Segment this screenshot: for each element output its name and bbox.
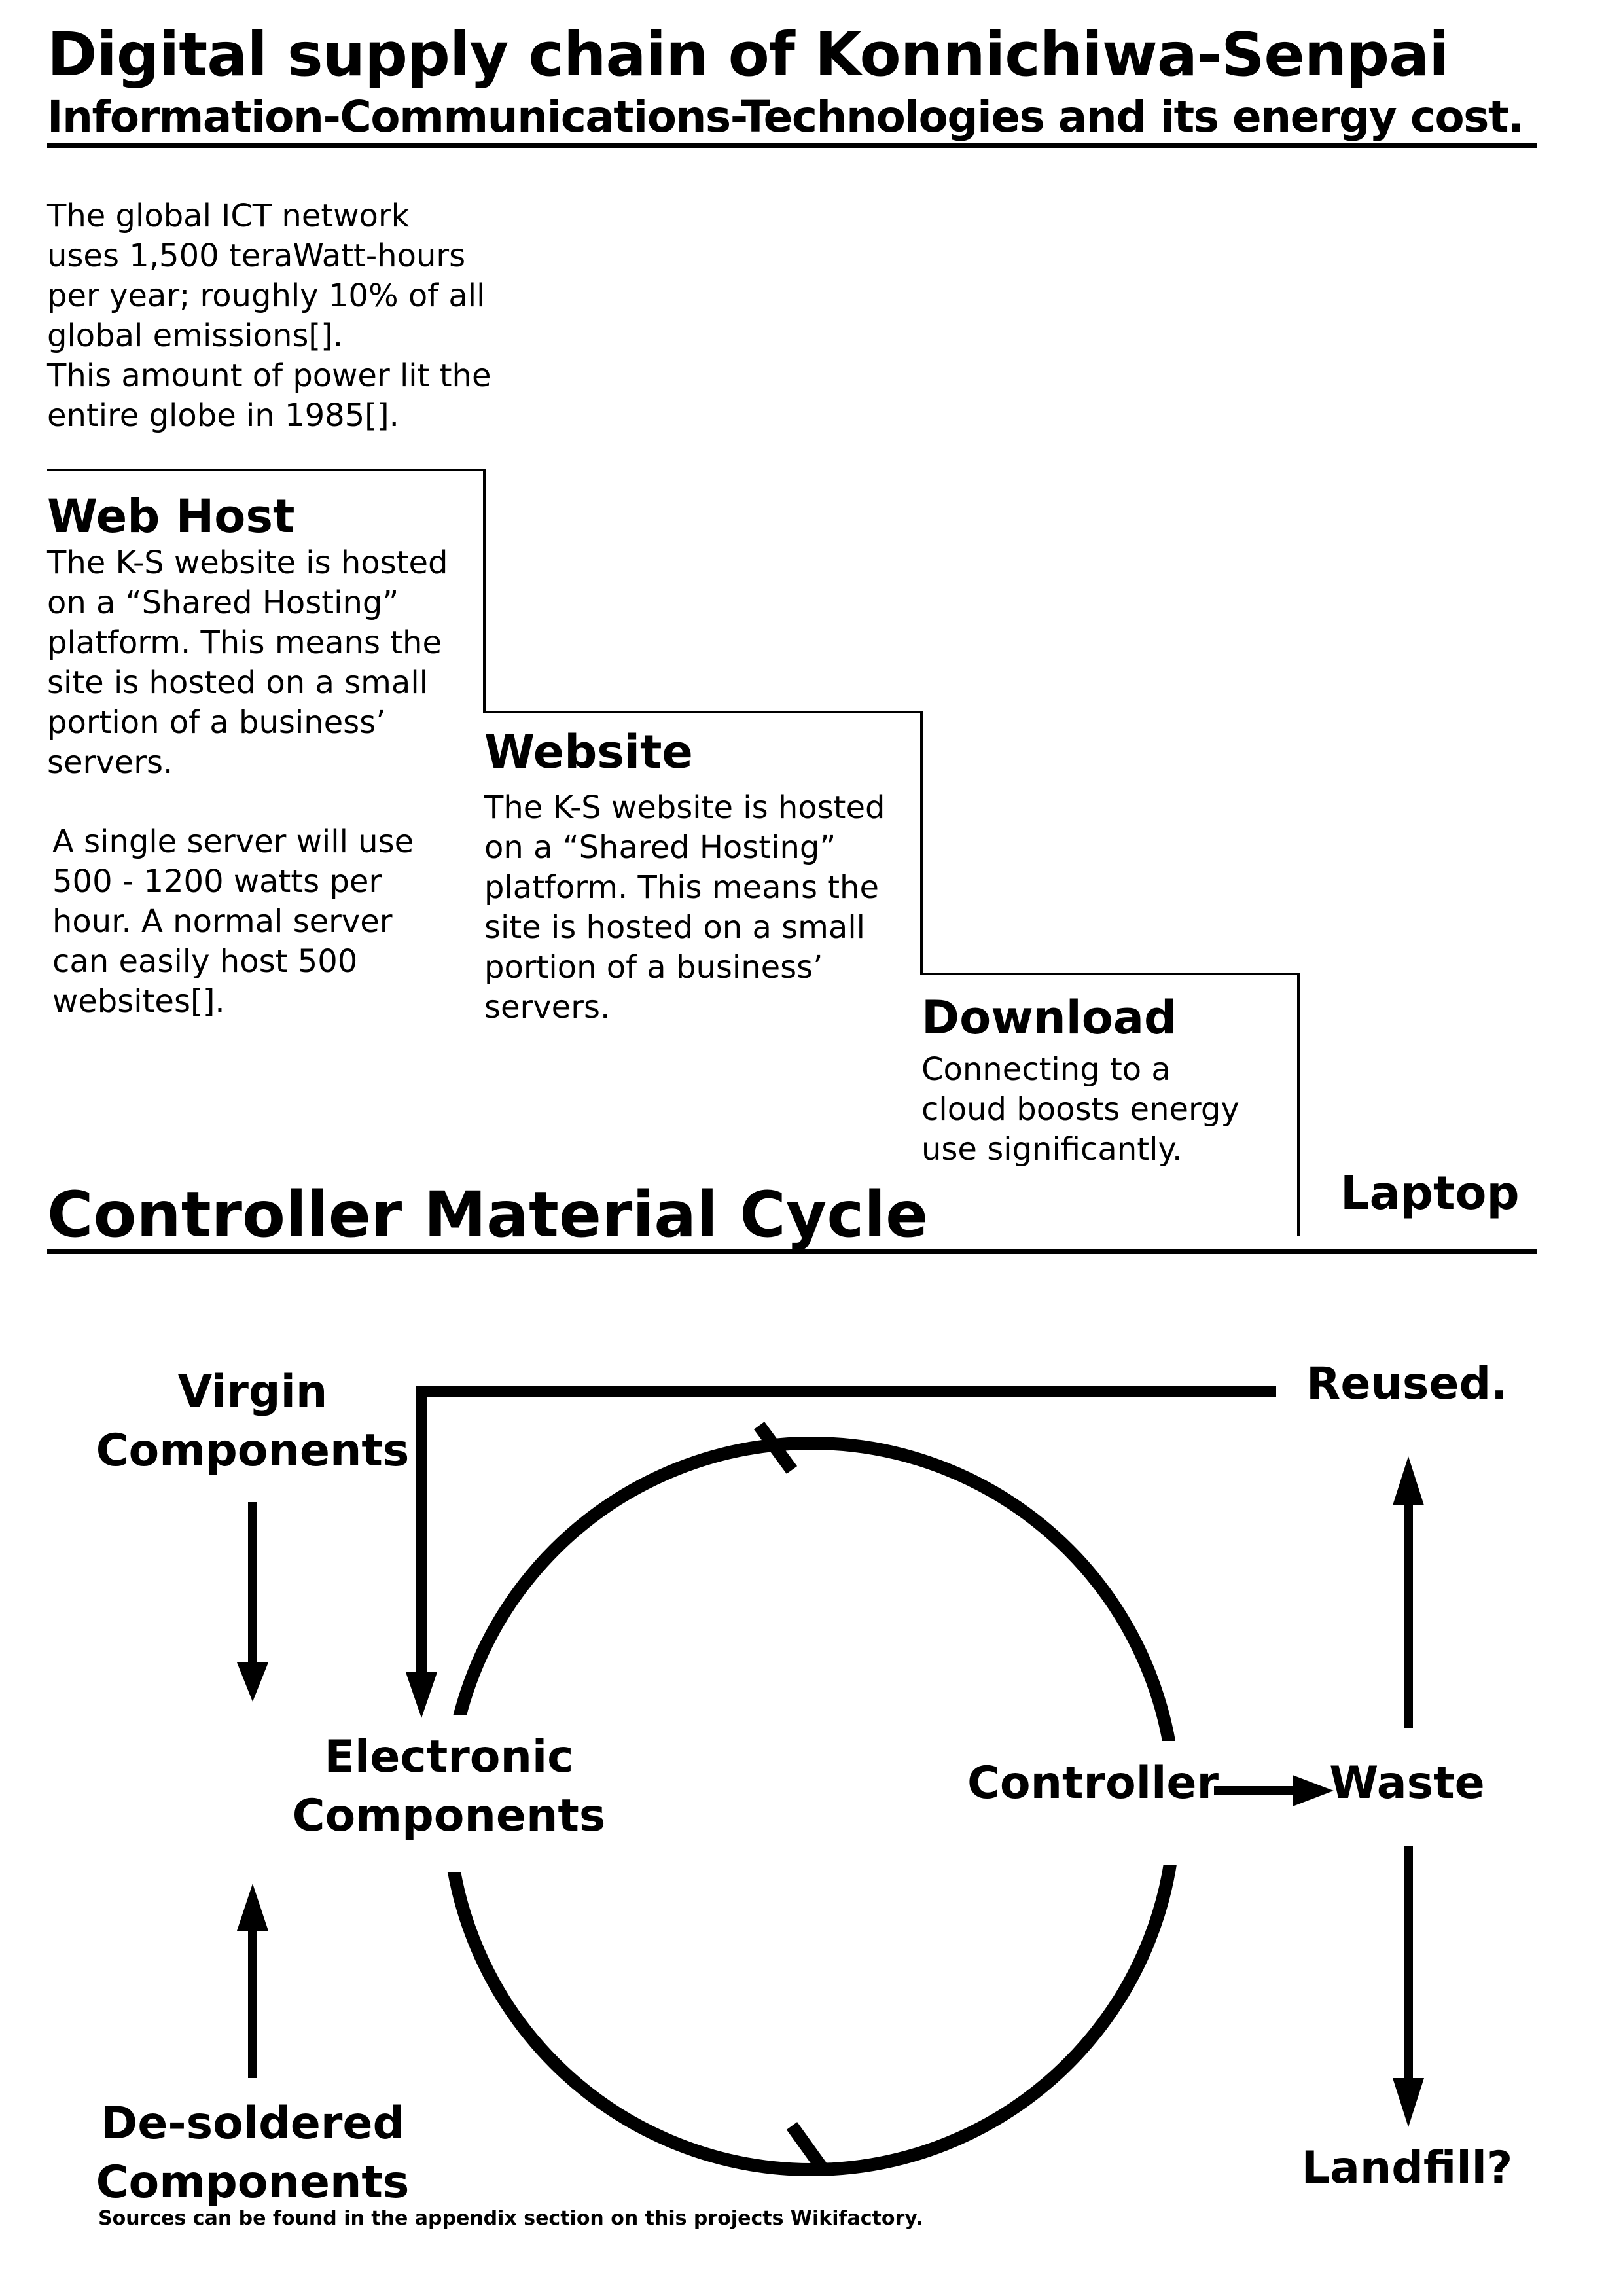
- arrowhead-virgin: [237, 1662, 268, 1702]
- staircase-line: [47, 469, 1300, 1236]
- circle-tick-top: [753, 1422, 798, 1474]
- reused-label: Reused.: [1306, 1358, 1508, 1410]
- page-subtitle: Information-Communications-Technologies …: [47, 92, 1524, 142]
- website-heading: Website: [484, 725, 693, 779]
- website-text: The K-S website is hosted on a “Shared H…: [484, 789, 885, 1026]
- circle-gap-right: [1099, 1741, 1191, 1865]
- controller-label: Controller: [967, 1757, 1219, 1809]
- sources-footnote: Sources can be found in the appendix sec…: [98, 2207, 923, 2230]
- download-text: Connecting to a cloud boosts energy use …: [921, 1051, 1240, 1168]
- virgin-components-label: Virgin Components: [96, 1366, 410, 1477]
- circle-tick-bottom: [786, 2122, 828, 2172]
- landfill-label: Landfill?: [1301, 2142, 1513, 2194]
- intro-text: The global ICT network uses 1,500 teraWa…: [47, 198, 491, 434]
- web-host-text: The K-S website is hosted on a “Shared H…: [47, 545, 448, 781]
- arrowhead-reused: [1393, 1456, 1424, 1505]
- page-title: Digital supply chain of Konnichiwa-Senpa…: [47, 20, 1450, 90]
- waste-label: Waste: [1329, 1757, 1485, 1809]
- web-host-heading: Web Host: [47, 490, 295, 543]
- arrow-reused-loop: [416, 1386, 1276, 1682]
- download-heading: Download: [921, 991, 1177, 1045]
- circle-gap-left: [432, 1715, 524, 1872]
- arrowhead-desoldered: [237, 1884, 268, 1931]
- desoldered-components-label: De-soldered Components: [96, 2098, 410, 2208]
- arrowhead-reused-loop: [406, 1672, 437, 1718]
- arrowhead-landfill: [1393, 2078, 1424, 2127]
- arrowhead-waste: [1293, 1775, 1334, 1806]
- electronic-components-label: Electronic Components: [292, 1731, 606, 1842]
- cycle-heading: Controller Material Cycle: [47, 1178, 929, 1251]
- web-host-note: A single server will use 500 - 1200 watt…: [52, 823, 414, 1020]
- laptop-heading: Laptop: [1340, 1166, 1520, 1220]
